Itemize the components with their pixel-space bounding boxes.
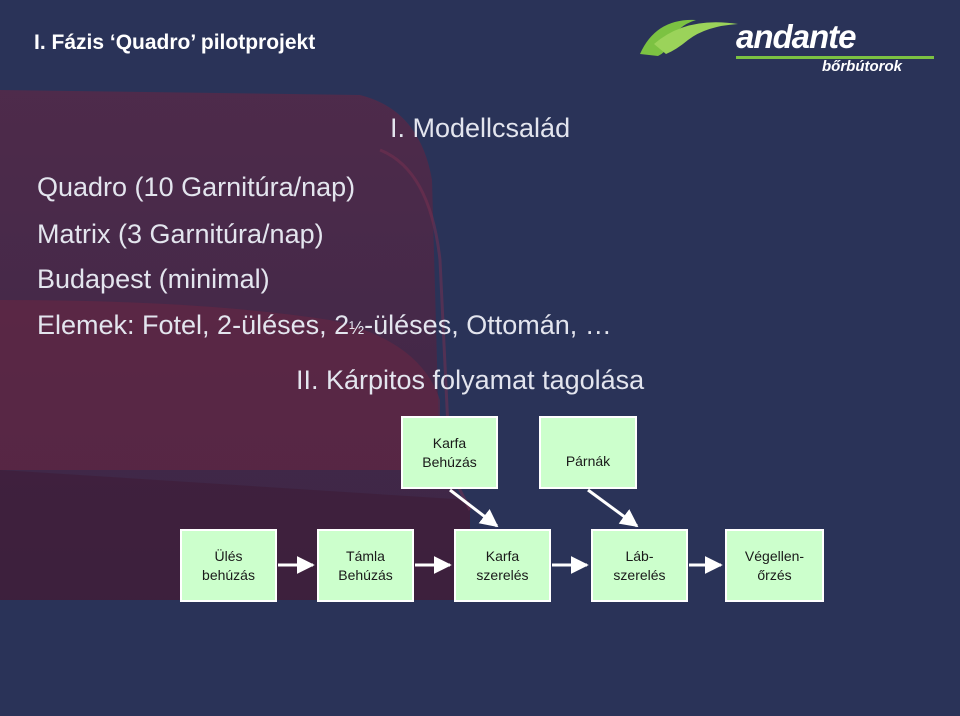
line-quadro: Quadro (10 Garnitúra/nap) <box>37 172 356 202</box>
line-elements-start: Elemek: Fotel, 2-üléses, 2 <box>37 310 350 340</box>
process-box-lab-szereles: Láb-szerelés <box>591 529 688 602</box>
slide-title: I. Fázis ‘Quadro’ pilotprojekt <box>34 31 316 54</box>
section2-heading: II. Kárpitos folyamat tagolása <box>296 365 645 395</box>
line-elements: Elemek: Fotel, 2-üléses, 2½-üléses, Otto… <box>37 310 612 341</box>
line-elements-half: ½ <box>349 318 365 338</box>
line-budapest: Budapest (minimal) <box>37 264 270 294</box>
process-box-vegellenorzes: Végellen-őrzés <box>725 529 824 602</box>
line-elements-end: -üléses, Ottomán, … <box>364 310 612 340</box>
logo-subtitle: bőrbútorok <box>822 58 902 75</box>
logo-underline <box>736 56 934 59</box>
section1-heading: I. Modellcsalád <box>390 113 571 143</box>
andante-logo: andante bőrbútorok <box>636 10 936 84</box>
logo-swoosh-icon <box>640 19 738 56</box>
process-box-parnak: Párnák <box>539 416 637 489</box>
logo-wordmark: andante <box>736 18 857 55</box>
line-matrix: Matrix (3 Garnitúra/nap) <box>37 219 324 249</box>
